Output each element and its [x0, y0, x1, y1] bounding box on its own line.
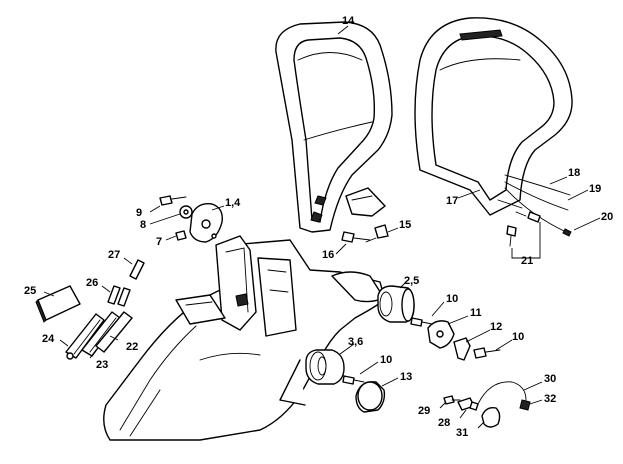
bracket-1-4 [189, 203, 223, 243]
callout-20: 20 [601, 211, 613, 223]
screw-10a [410, 317, 433, 327]
callout-14: 14 [342, 15, 355, 27]
rear-handle [414, 17, 573, 237]
clip-12 [453, 337, 471, 361]
callout-10b: 10 [512, 331, 524, 343]
callout-22: 22 [126, 341, 138, 353]
callout-28: 28 [438, 417, 450, 429]
leader-lines [43, 25, 601, 429]
pad-25 [35, 285, 81, 323]
callout-8: 8 [140, 219, 146, 231]
buffer-2-5 [377, 285, 415, 323]
callout-26: 26 [86, 277, 98, 289]
callout-15: 15 [399, 219, 411, 231]
plug-13 [355, 381, 386, 413]
callout-17: 17 [446, 195, 458, 207]
front-handlebar [275, 21, 393, 233]
callout-32: 32 [544, 393, 556, 405]
callout-24: 24 [42, 333, 55, 345]
callout-10a: 10 [446, 293, 458, 305]
spring-levers-22-23-24 [65, 311, 133, 360]
callout-18: 18 [568, 167, 580, 179]
screws-21 [506, 211, 541, 247]
callouts: 14 17 18 19 20 21 9 8 7 1,4 15 16 27 26 … [24, 15, 613, 439]
screw-10b [473, 347, 501, 359]
main-housing [103, 235, 386, 441]
callout-11: 11 [470, 307, 482, 319]
callout-7: 7 [156, 236, 162, 248]
callout-10c: 10 [380, 354, 392, 366]
bracket-11 [427, 320, 455, 349]
cap-31 [481, 406, 501, 428]
callout-2-5: 2,5 [404, 275, 419, 287]
screw-10c [342, 375, 365, 385]
callout-27: 27 [108, 249, 120, 261]
callout-16: 16 [322, 249, 334, 261]
callout-1-4: 1,4 [225, 197, 241, 209]
callout-12: 12 [490, 321, 502, 333]
callout-19: 19 [589, 183, 601, 195]
callout-9: 9 [136, 207, 142, 219]
buffer-3-6 [305, 349, 345, 385]
cap-28 [457, 397, 479, 411]
callout-25: 25 [24, 285, 36, 297]
callout-29: 29 [418, 405, 430, 417]
callout-23: 23 [96, 359, 108, 371]
callout-31: 31 [456, 427, 468, 439]
cable-30 [477, 381, 531, 411]
callout-30: 30 [544, 373, 556, 385]
pin-27 [129, 259, 145, 280]
callout-13: 13 [400, 371, 412, 383]
callout-21: 21 [521, 255, 533, 267]
callout-3-6: 3,6 [348, 336, 363, 348]
fasteners-9-8-7 [159, 195, 193, 241]
pins-26 [107, 285, 131, 307]
fastener-29 [443, 395, 461, 405]
screws-15-16 [341, 224, 389, 243]
